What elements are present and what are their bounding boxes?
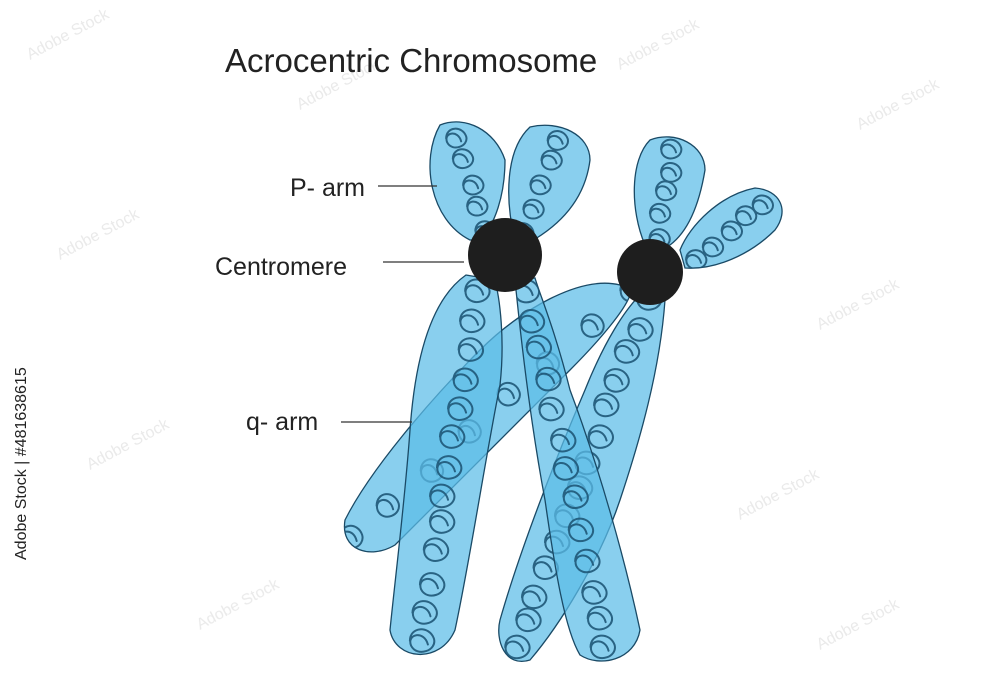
chromatid-left-p-arm-b bbox=[508, 124, 591, 243]
chromosome-left bbox=[389, 121, 641, 662]
svg-text:Adobe Stock: Adobe Stock bbox=[734, 465, 823, 523]
label-centromere: Centromere bbox=[215, 253, 347, 281]
chromatin-thread bbox=[515, 278, 616, 660]
chromatid-left-p-arm-a bbox=[429, 121, 506, 241]
svg-text:Adobe Stock: Adobe Stock bbox=[194, 575, 283, 633]
chromatid-left-q-arm-b bbox=[514, 277, 641, 662]
chromatid-left-q-arm-a bbox=[389, 274, 503, 655]
svg-text:Adobe Stock: Adobe Stock bbox=[24, 5, 113, 63]
label-p-arm: P- arm bbox=[290, 174, 365, 202]
svg-text:Adobe Stock: Adobe Stock bbox=[814, 595, 903, 653]
chromatin-thread bbox=[648, 138, 683, 245]
centromere-right bbox=[617, 239, 683, 305]
stock-id-watermark: Adobe Stock | #481638615 bbox=[13, 367, 30, 560]
diagram-title: Acrocentric Chromosome bbox=[225, 42, 597, 79]
svg-text:Adobe Stock: Adobe Stock bbox=[54, 205, 143, 263]
chromatid-right-p-arm-a bbox=[633, 136, 706, 246]
svg-text:Adobe Stock: Adobe Stock bbox=[814, 275, 903, 333]
label-q-arm: q- arm bbox=[246, 408, 318, 436]
chromatid-right-p-arm-b bbox=[679, 187, 783, 269]
centromere-left bbox=[468, 218, 542, 292]
svg-text:Adobe Stock: Adobe Stock bbox=[84, 415, 173, 473]
svg-text:Adobe Stock: Adobe Stock bbox=[614, 15, 703, 73]
chromatin-thread bbox=[445, 127, 497, 240]
chromatin-thread bbox=[408, 278, 491, 653]
chromatin-thread bbox=[685, 194, 774, 269]
chromatin-thread bbox=[512, 130, 569, 242]
svg-text:Adobe Stock: Adobe Stock bbox=[854, 75, 943, 133]
